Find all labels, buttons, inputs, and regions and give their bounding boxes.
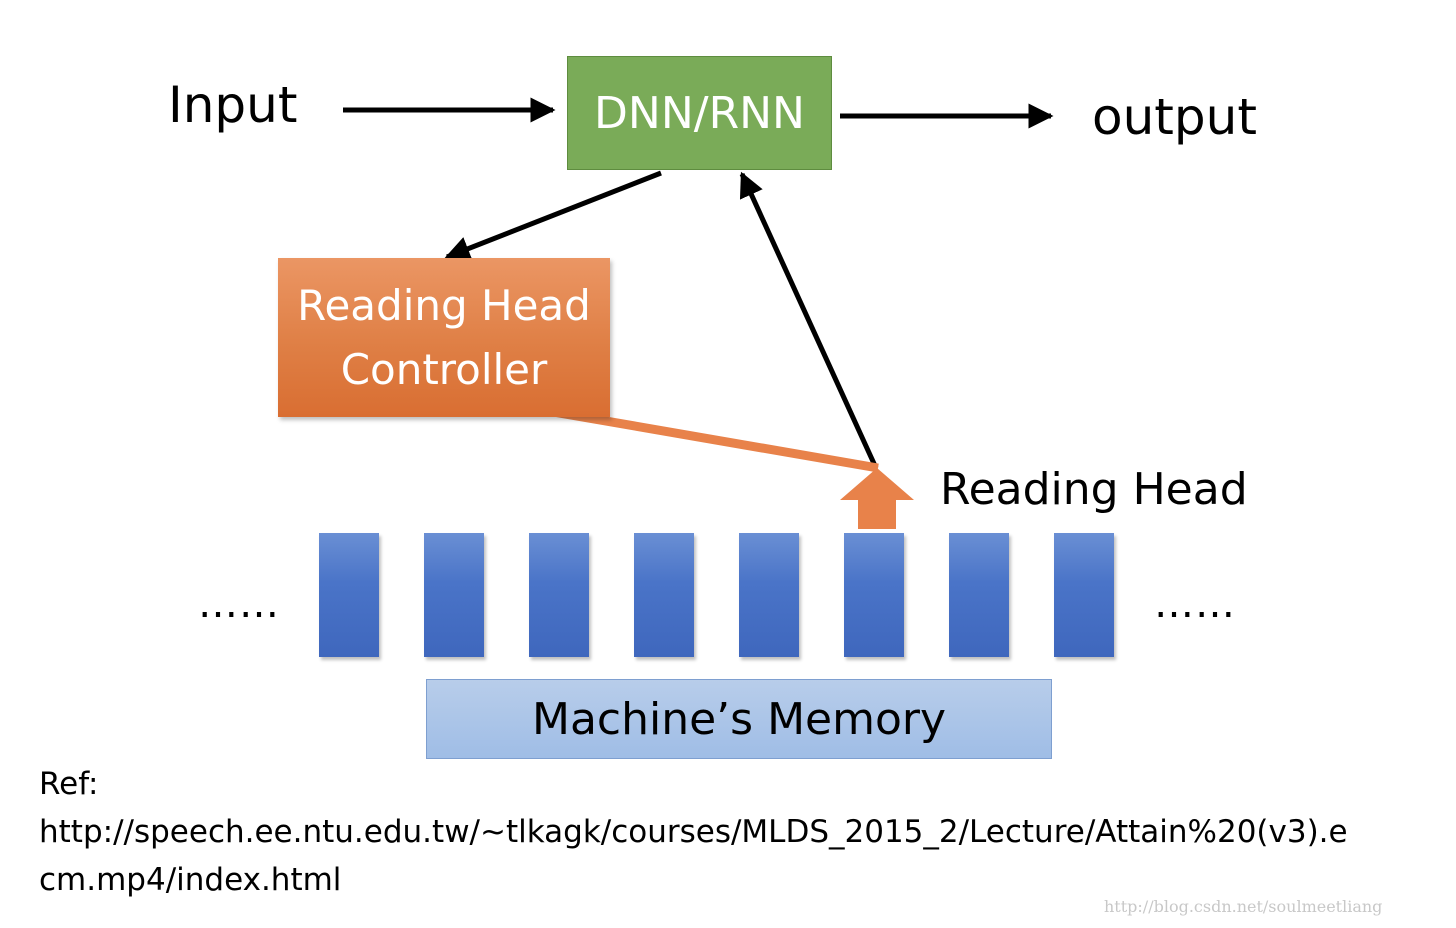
right-ellipsis: …… [1154, 581, 1236, 627]
memory-cell-reading-head [844, 533, 904, 657]
watermark: http://blog.csdn.net/soulmeetliang [1104, 897, 1383, 916]
memory-cell [634, 533, 694, 657]
reading-head-label: Reading Head [940, 464, 1248, 515]
reference-block: Ref: http://speech.ee.ntu.edu.tw/~tlkagk… [39, 760, 1439, 904]
controller-label-line2: Controller [340, 344, 548, 394]
controller-label-line1: Reading Head [297, 280, 591, 330]
memory-cell [319, 533, 379, 657]
memory-cell [949, 533, 1009, 657]
machine-memory-label: Machine’s Memory [531, 693, 947, 745]
reading-head-to-dnn-arrow [739, 171, 879, 470]
dnn-rnn-label: DNN/RNN [594, 87, 805, 139]
dnn-to-controller-arrow [444, 170, 662, 261]
reference-label: Ref: [39, 766, 99, 802]
memory-cell [529, 533, 589, 657]
memory-cell [1054, 533, 1114, 657]
reference-url-line2: cm.mp4/index.html [39, 862, 342, 898]
output-label: output [1092, 88, 1257, 146]
dnn-rnn-box: DNN/RNN [567, 56, 832, 170]
input-label: Input [168, 76, 298, 134]
memory-cell [739, 533, 799, 657]
reading-head-controller-box: Reading Head Controller [278, 258, 610, 417]
memory-cell [424, 533, 484, 657]
reading-head-arrow [840, 468, 914, 529]
reference-url-line1: http://speech.ee.ntu.edu.tw/~tlkagk/cour… [39, 814, 1348, 850]
left-ellipsis: …… [198, 581, 280, 627]
machine-memory-box: Machine’s Memory [426, 679, 1052, 759]
